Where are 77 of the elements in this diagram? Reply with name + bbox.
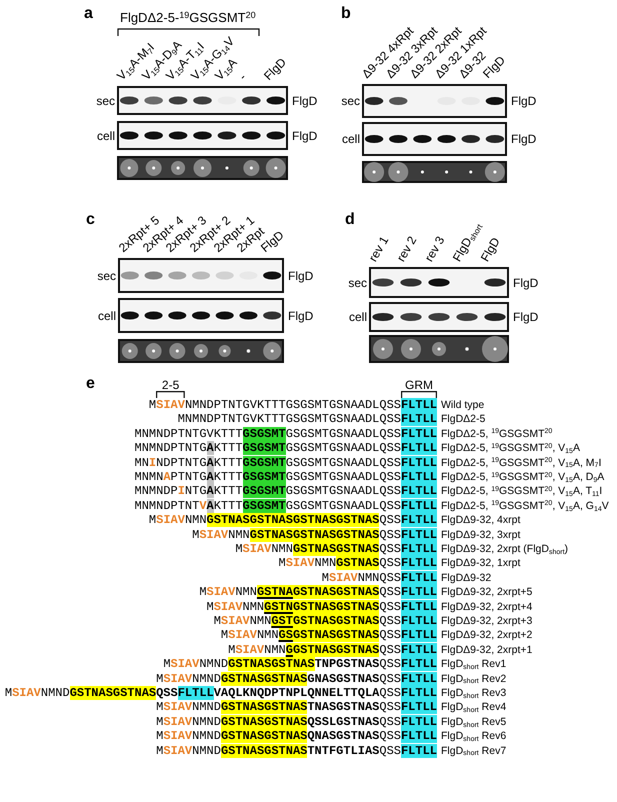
protein-label: FlgD — [288, 308, 314, 324]
blot-label: cell — [98, 308, 116, 324]
construct-label: FlgD$_{short}$ Rev5 — [441, 714, 506, 729]
sequence-text: MSIAVNMNGGSTNASGSTNASQSSFLTLL — [228, 642, 437, 657]
protein-label: FlgD — [511, 93, 536, 110]
protein-label: FlgD — [288, 268, 314, 284]
lane-label: - — [236, 70, 250, 83]
blot-label: sec — [97, 268, 116, 284]
sequence-text: MSIAVNMNGSTNASGSTNASQSSFLTLL — [235, 542, 437, 556]
construct-label: FlgDΔ9-32, 2xrpt+2 — [441, 628, 532, 642]
sequence-text: MSIAVNMNDPTNTGVKTTTGSGSMTGSNAADLQSSFLTLL — [148, 398, 437, 412]
sequence-text: MNMNDPTNTGVKTTTGSGSMTGSGSMTGSNAADLQSSFLTLL — [134, 426, 437, 441]
construct-label: FlgDΔ9-32, 2xrpt+5 — [441, 585, 532, 600]
construct-label: FlgDΔ9-32, 2xrpt+1 — [441, 642, 532, 657]
panel-letter: b — [341, 4, 351, 24]
protein-label: FlgD — [513, 309, 538, 326]
sequence-text: MSIAVNMNDGSTNASGSTNASGNASGSTNASQSSFLTLL — [156, 672, 437, 686]
blot-label: sec — [96, 92, 115, 110]
construct-label: FlgDΔ2-5, $^{19}$GSGSMT$^{20}$, V$_{15}$A — [441, 441, 580, 456]
sequence-text: MSIAVNMNGSTNASGSTNASGSTNASQSSFLTLL — [192, 528, 437, 542]
panel-letter: c — [86, 210, 95, 230]
construct-label: FlgDΔ2-5, $^{19}$GSGSMT$^{20}$, V$_{15}$A, M$_{7}$I — [441, 456, 602, 470]
blot-label: sec — [348, 274, 367, 292]
lane-label: rev 1 — [366, 234, 392, 264]
sequence-text: MNINDPTNTGAKTTTGSGSMTGSGSMTGSNAADLQSSFLTLL — [134, 456, 437, 470]
sequence-text: MSIAVNMNGSTGSTNASGSTNASQSSFLTLL — [214, 614, 437, 628]
construct-label: FlgDΔ9-32 — [441, 570, 492, 585]
sequence-text: MSIAVNMNDGSTNASGSTNASTNASGSTNASQSSFLTLL — [156, 700, 437, 714]
panel-letter: a — [84, 4, 93, 24]
construct-label: FlgD$_{short}$ Rev4 — [441, 700, 506, 714]
sequence-text: MSIAVNMNQSSFLTLL — [322, 570, 437, 585]
lane-label: rev 2 — [394, 234, 420, 264]
sequence-text: MNMNDPINTGAKTTTGSGSMTGSGSMTGSNAADLQSSFLTLL — [134, 484, 437, 498]
protein-label: FlgD — [292, 92, 318, 110]
group-label: FlgDΔ2-5-$^{19}$GSGSMT$^{20}$ — [120, 8, 256, 27]
sequence-text: MNMNAPTNTGAKTTTGSGSMTGSGSMTGSNAADLQSSFLTLL — [134, 470, 437, 484]
region-label: GRM — [405, 377, 433, 394]
protein-label: FlgD — [292, 128, 318, 144]
construct-label: FlgDΔ9-32, 1xrpt — [441, 556, 520, 570]
construct-label: FlgDΔ9-32, 3xrpt — [441, 528, 520, 542]
construct-label: FlgDΔ2-5, $^{19}$GSGSMT$^{20}$ — [441, 426, 552, 441]
sequence-text: MNMNDPTNTGVKTTTGSGSMTGSNAADLQSSFLTLL — [178, 412, 437, 426]
sequence-text: MNMNDPTNTVAKTTTGSGSMTGSGSMTGSNAADLQSSFLTLL — [134, 498, 437, 513]
blot-label: cell — [348, 309, 367, 326]
construct-label: FlgDΔ2-5, $^{19}$GSGSMT$^{20}$, V$_{15}$A, G$_{14}$V — [441, 498, 609, 513]
protein-label: FlgD — [511, 131, 536, 148]
construct-label: FlgDΔ9-32, 2xrpt (FlgD$_{short}$) — [441, 542, 568, 556]
construct-label: FlgDΔ9-32, 4xrpt — [441, 513, 520, 528]
sequence-text: MNMNDPTNTGAKTTTGSGSMTGSGSMTGSNAADLQSSFLTLL — [134, 441, 437, 456]
blot-label: cell — [96, 128, 115, 144]
blot-label: cell — [342, 131, 360, 148]
sequence-text: MSIAVNMNDGSTNASGSTNASQNASGSTNASQSSFLTLL — [156, 729, 437, 744]
sequence-text: MSIAVNMNDGSTNASGSTNASTNPGSTNASQSSFLTLL — [163, 657, 437, 672]
construct-label: Wild type — [441, 398, 484, 412]
construct-label: FlgD$_{short}$ Rev7 — [441, 744, 506, 758]
construct-label: FlgDΔ2-5, $^{19}$GSGSMT$^{20}$, V$_{15}$A, T$_{11}$I — [441, 484, 602, 498]
construct-label: FlgD$_{short}$ Rev6 — [441, 729, 506, 744]
sequence-text: MSIAVNMNGSTNGSTNASGSTNASQSSFLTLL — [206, 600, 437, 614]
construct-label: FlgD$_{short}$ Rev1 — [441, 657, 506, 672]
sequence-text: MSIAVNMNGSGSTNASGSTNASQSSFLTLL — [220, 628, 437, 642]
construct-label: FlgDΔ9-32, 2xrpt+3 — [441, 614, 532, 628]
construct-label: FlgD$_{short}$ Rev2 — [441, 672, 506, 686]
sequence-text: MSIAVNMNDGSTNASGSTNASQSSLGSTNASQSSFLTLL — [156, 714, 437, 729]
panel-letter: e — [86, 374, 95, 394]
sequence-text: MSIAVNMNGSTNASGSTNASGSTNASGSTNASQSSFLTLL — [148, 513, 437, 528]
sequence-text: MSIAVNMNGSTNASQSSFLTLL — [278, 556, 437, 570]
construct-label: FlgDΔ9-32, 2xrpt+4 — [441, 600, 532, 614]
protein-label: FlgD — [513, 274, 538, 292]
blot-label: sec — [341, 93, 360, 110]
sequence-text: MSIAVNMNDGSTNASGSTNASTNTFGTLIASQSSFLTLL — [156, 744, 437, 758]
panel-letter: d — [345, 210, 355, 230]
construct-label: FlgD$_{short}$ Rev3 — [441, 686, 506, 700]
sequence-text: MSIAVNMNGSTNAGSTNASGSTNASQSSFLTLL — [199, 585, 437, 600]
construct-label: FlgDΔ2-5 — [441, 412, 486, 426]
construct-label: FlgDΔ2-5, $^{19}$GSGSMT$^{20}$, V$_{15}$A, D$_{9}$A — [441, 470, 604, 484]
lane-label: rev 3 — [422, 234, 448, 264]
region-label: 2-5 — [162, 377, 180, 394]
